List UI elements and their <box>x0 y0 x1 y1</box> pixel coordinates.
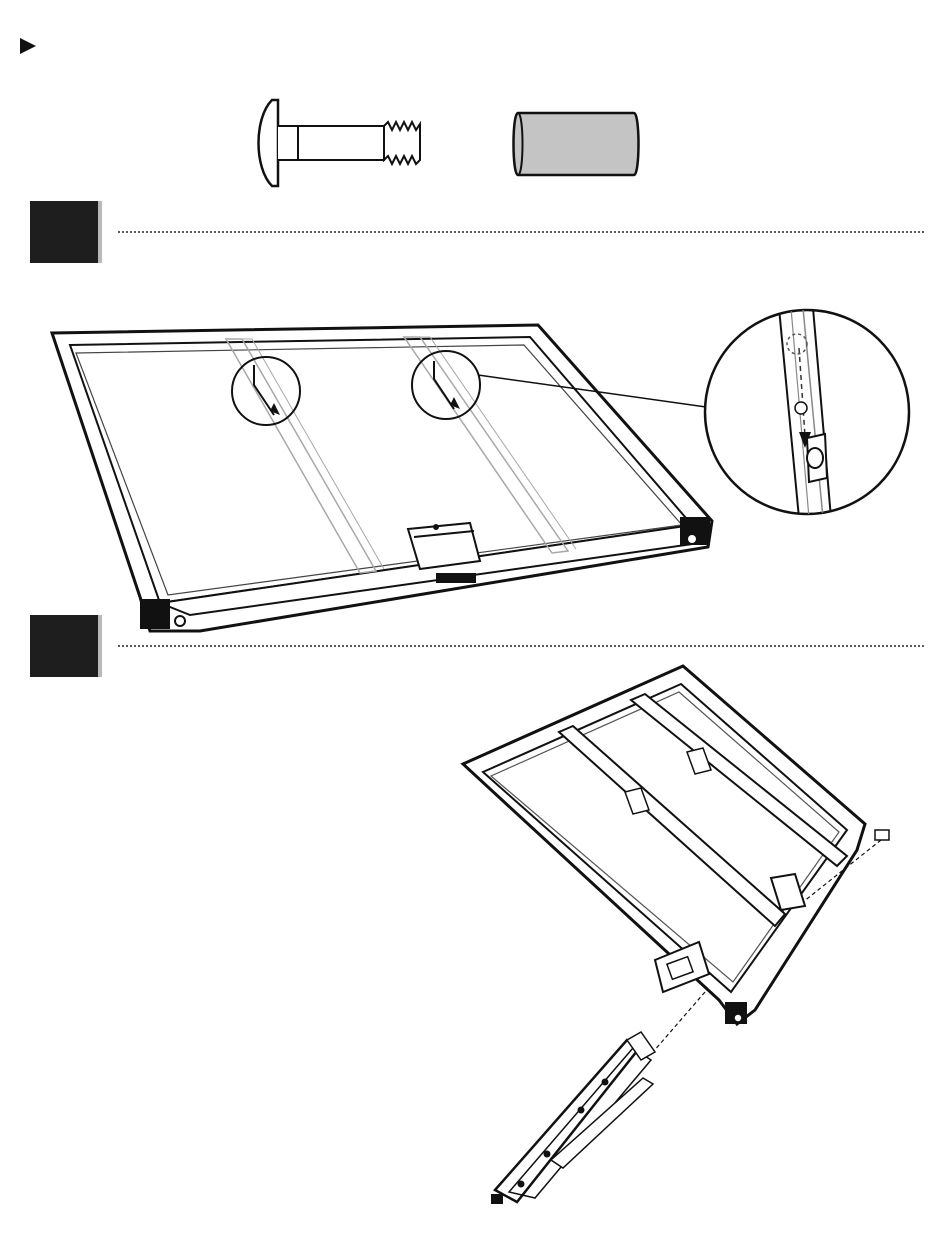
play-triangle-icon <box>20 38 36 54</box>
sleeve-icon <box>510 110 644 178</box>
step-2-badge <box>30 615 98 677</box>
step-1-divider <box>118 231 924 233</box>
step-1-badge <box>30 201 98 263</box>
step-2-divider <box>118 645 924 647</box>
frame-leg-assembly-illustration <box>455 660 905 1220</box>
magnified-detail-circle <box>703 308 911 516</box>
carriage-bolt-icon <box>248 98 428 190</box>
